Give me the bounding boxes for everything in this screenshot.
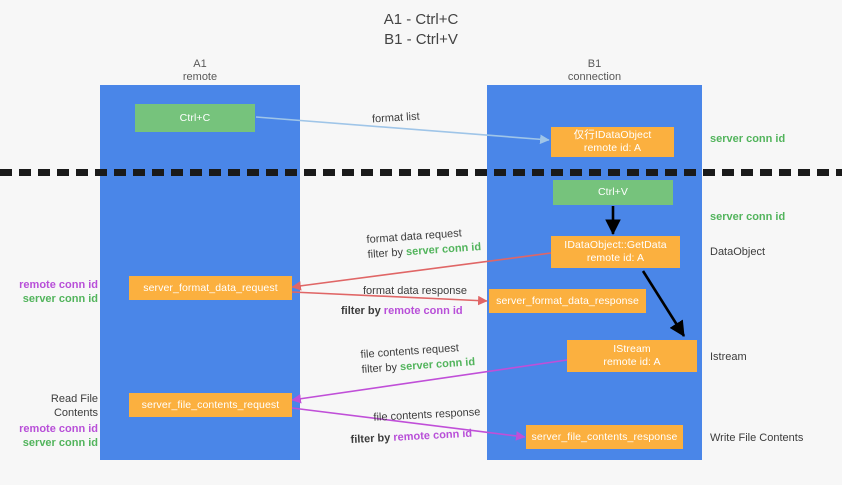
left-note-file-remote-conn-id: remote conn id [19,423,98,435]
left-note-server-conn-id: server conn id [22,293,98,305]
column-a1-name: A1 [193,58,207,70]
label-format-list: format list [372,110,421,128]
box-server-file-contents-request-label: server_file_contents_request [141,398,280,411]
box-ctrl-v[interactable]: Ctrl+V [553,180,673,205]
label-format-data-response-l1: format data response [363,285,467,297]
label-file-contents-response-l2: filter by remote conn id [350,426,482,448]
label-file-contents-response-l1: file contents response [373,406,481,424]
filter-by-prefix: filter by [361,361,401,376]
filter-by-prefix: filter by [341,305,384,317]
left-note-remote-conn-id: remote conn id [19,279,98,291]
right-note-server-conn-id-top: server conn id [710,133,786,145]
right-note-server-conn-id-mid: server conn id [710,211,786,223]
box-idataobject-remote-id: remote id: A [583,142,642,154]
right-note-dataobject: DataObject [710,246,766,258]
box-ctrl-c-label: Ctrl+C [179,111,211,124]
box-server-format-data-response-label: server_format_data_response [496,294,639,307]
key-remote-conn-id: remote conn id [383,305,463,317]
column-b1-sub: connection [567,71,622,83]
title-line-1: A1 - Ctrl+C [383,11,459,28]
box-server-format-data-request[interactable]: server_format_data_request [129,276,292,300]
left-note-file-server-conn-id: server conn id [22,437,98,449]
box-ctrl-v-label: Ctrl+V [597,186,629,198]
box-server-file-contents-response[interactable]: server_file_contents_response [526,425,683,449]
filter-by-prefix: filter by [350,431,394,447]
label-format-list-text: format list [371,110,420,126]
label-format-data-response: format data response filter by remote co… [341,284,467,319]
box-server-format-data-request-label: server_format_data_request [143,281,278,294]
column-header-a1: A1 remote [100,58,300,84]
left-note-read-file-contents-group: Read File Contents remote conn id server… [4,392,98,450]
box-ctrl-c[interactable]: Ctrl+C [135,104,255,132]
label-format-data-response-l2: filter by remote conn id [341,304,467,319]
right-note-istream: Istream [710,351,747,363]
left-note-format-conn-ids: remote conn id server conn id [8,278,98,306]
box-idataobject-getdata-remote-id: remote id: A [586,252,645,264]
left-note-read-file-contents: Read File Contents [50,393,98,419]
box-idataobject-label: 仅行IDataObject [573,129,652,141]
box-idataobject-getdata-label: IDataObject::GetData [564,239,667,251]
box-istream-label: IStream [613,343,651,355]
box-server-format-data-response[interactable]: server_format_data_response [489,289,646,313]
label-file-contents-request: file contents request filter by server c… [360,340,476,378]
box-idataobject-getdata[interactable]: IDataObject::GetData remote id: A [551,236,680,268]
key-server-conn-id: server conn id [405,241,482,259]
column-header-b1: B1 connection [487,58,702,84]
label-format-data-request: format data request filter by server con… [366,225,482,263]
box-server-file-contents-response-label: server_file_contents_response [531,430,678,443]
key-remote-conn-id: remote conn id [393,427,473,444]
box-idataobject[interactable]: 仅行IDataObject remote id: A [551,127,674,157]
column-b1-name: B1 [587,58,602,70]
box-istream-remote-id: remote id: A [603,356,661,368]
key-server-conn-id: server conn id [399,356,476,374]
phase-separator-dashed-line [0,169,842,176]
column-a1-sub: remote [182,71,218,83]
diagram-title: A1 - Ctrl+C B1 - Ctrl+V [0,10,842,50]
label-file-contents-response: file contents response filter by remote … [350,405,482,447]
title-line-2: B1 - Ctrl+V [384,31,458,48]
box-istream[interactable]: IStream remote id: A [567,340,697,372]
right-note-write-file-contents: Write File Contents [710,432,804,444]
box-server-file-contents-request[interactable]: server_file_contents_request [129,393,292,417]
filter-by-prefix: filter by [367,246,407,261]
